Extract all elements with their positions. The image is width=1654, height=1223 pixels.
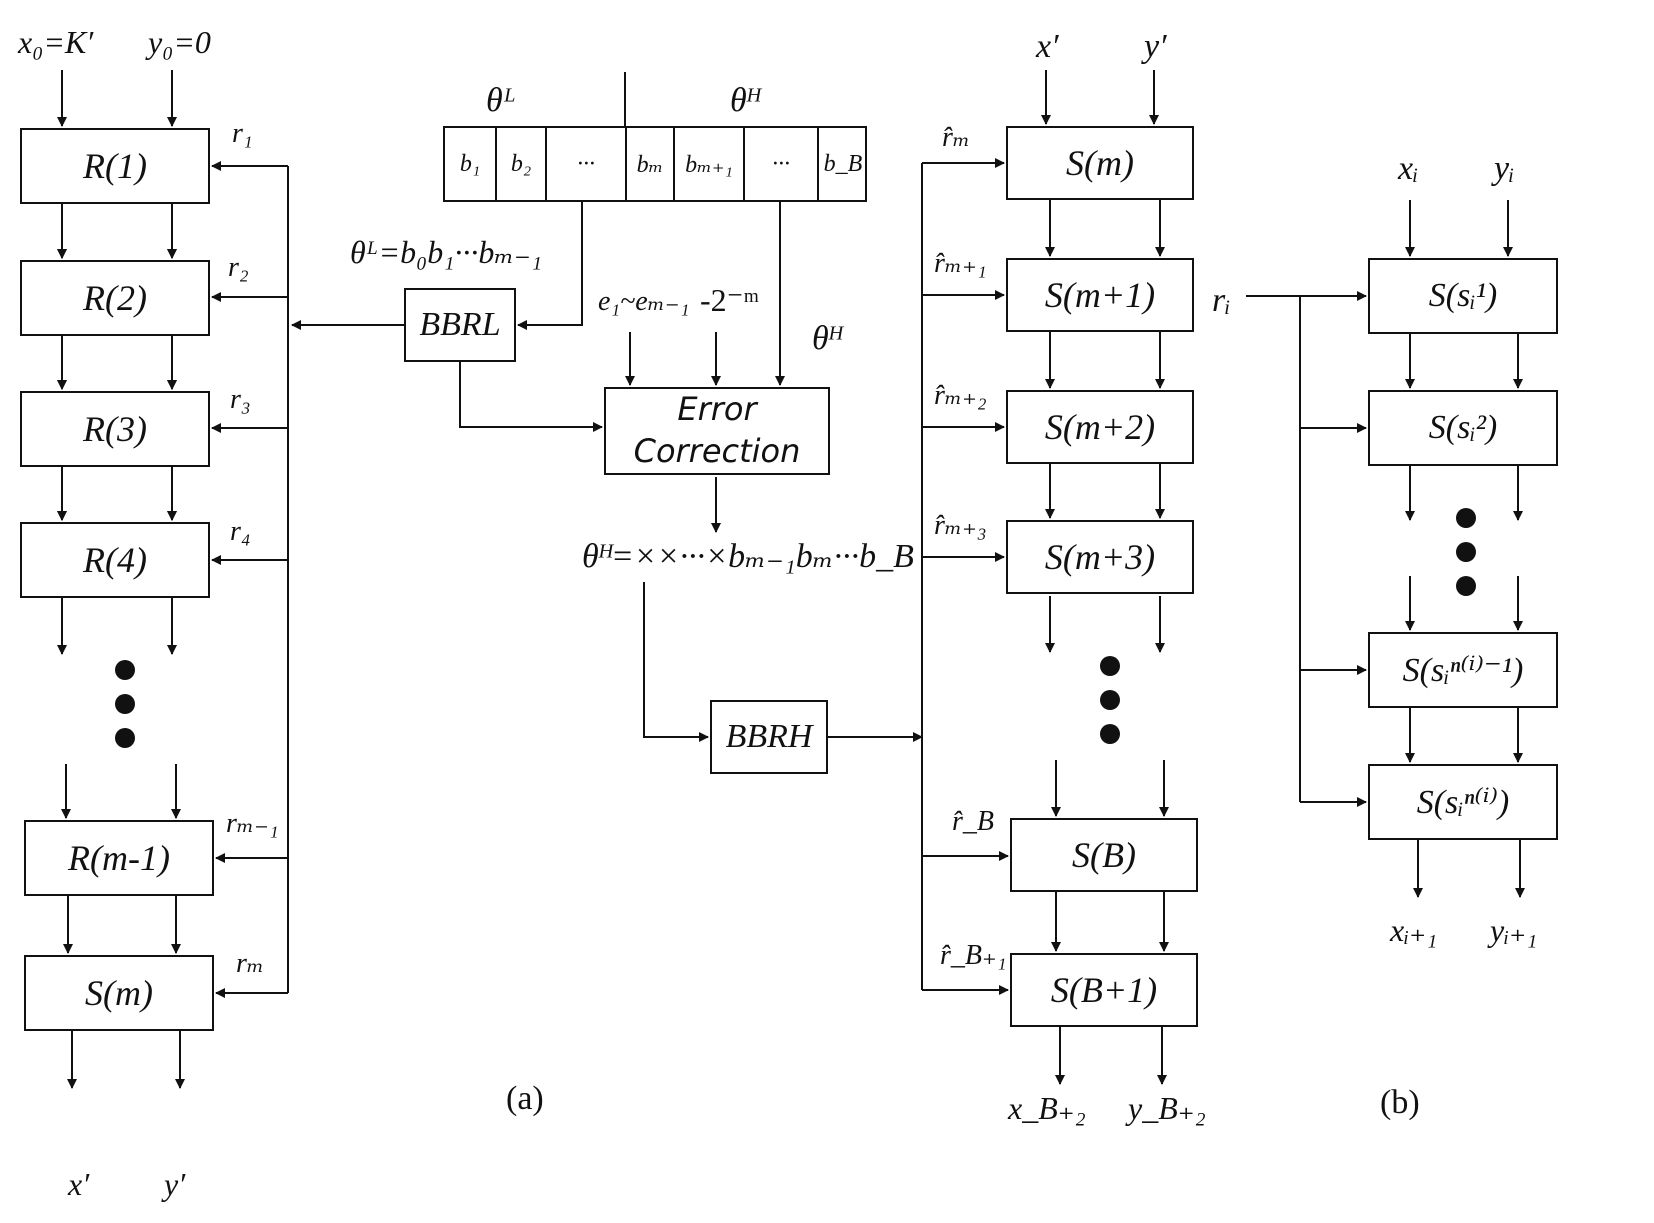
theta-l-label: θᴸ [486, 82, 517, 119]
b-s-block-n: S(sᵢⁿ⁽ⁱ⁾) [1368, 764, 1558, 840]
bbr-h-block: BBRH [710, 700, 828, 774]
input-y0-label: y₀=0 [148, 24, 211, 60]
theta-h-label: θᴴ [730, 82, 759, 119]
error-correction-line1: Error [677, 390, 757, 429]
ellipsis-dot [1456, 576, 1476, 596]
ellipsis-dot [1456, 508, 1476, 528]
error-input-e: e₁~eₘ₋₁ [598, 286, 690, 317]
arrow-connector [643, 582, 709, 742]
r-hat-m-plus-3-label: r̂ₘ₊₃ [934, 510, 987, 541]
s-block-m-plus-3: S(m+3) [1006, 520, 1194, 594]
caption-b: (b) [1380, 1084, 1420, 1121]
bbr-l-label: BBRL [419, 306, 501, 343]
r-hat-b-plus-1-label: r̂_B₊₁ [940, 940, 1007, 971]
error-correction-line2: Correction [633, 432, 801, 470]
input-x0-label: x₀=K′ [18, 24, 94, 60]
ellipsis-dot [115, 728, 135, 748]
caption-a: (a) [506, 1080, 544, 1117]
register-cell: b₂ [497, 128, 547, 200]
error-correction-block: Error Correction [604, 387, 830, 475]
b-output-x: xᵢ₊₁ [1390, 912, 1438, 948]
register-cell: ··· [547, 128, 627, 200]
ellipsis-dot [1100, 690, 1120, 710]
output-x-prime: x′ [68, 1166, 90, 1202]
register-cell: b₁ [445, 128, 497, 200]
r-m-label: rₘ [236, 948, 265, 979]
r-hat-m-label: r̂ₘ [942, 122, 971, 153]
theta-l-equation: θᴸ=b₀b₁···bₘ₋₁ [350, 234, 542, 270]
r-chain-s-m-block: S(m) [24, 955, 214, 1031]
register-cell: ··· [745, 128, 819, 200]
r-block-4: R(4) [20, 522, 210, 598]
error-input-neg: -2⁻ᵐ [700, 282, 760, 318]
output-y-b-plus-2: y_B₊₂ [1128, 1090, 1206, 1126]
register-cell: bₘ [627, 128, 675, 200]
ellipsis-dot [1100, 656, 1120, 676]
r4-label: r₄ [230, 516, 251, 547]
r-hat-m-plus-2-label: r̂ₘ₊₂ [934, 380, 987, 411]
output-x-b-plus-2: x_B₊₂ [1008, 1090, 1086, 1126]
b-s-block-n-minus-1: S(sᵢⁿ⁽ⁱ⁾⁻¹) [1368, 632, 1558, 708]
ellipsis-dot [1100, 724, 1120, 744]
s-block-m-plus-1: S(m+1) [1006, 258, 1194, 332]
register-cell: bₘ₊₁ [675, 128, 745, 200]
r-block-3: R(3) [20, 391, 210, 467]
s-block-b-plus-1: S(B+1) [1010, 953, 1198, 1027]
b-s-block-1: S(sᵢ¹) [1368, 258, 1558, 334]
b-output-y: yᵢ₊₁ [1490, 912, 1538, 948]
s-block-m-plus-2: S(m+2) [1006, 390, 1194, 464]
bit-register: b₁ b₂ ··· bₘ bₘ₊₁ ··· b_B [443, 126, 867, 202]
register-cell: b_B [823, 150, 863, 177]
s-block-m: S(m) [1006, 126, 1194, 200]
s-input-y-prime: y′ [1144, 28, 1167, 65]
r1-label: r₁ [232, 118, 253, 149]
output-y-prime: y′ [164, 1166, 186, 1202]
r-block-2: R(2) [20, 260, 210, 336]
b-r-label: rᵢ [1212, 282, 1231, 319]
b-input-x: xᵢ [1398, 150, 1419, 187]
s-input-x-prime: x′ [1036, 28, 1059, 65]
r-block-m-1: R(m-1) [24, 820, 214, 896]
r3-label: r₃ [230, 384, 251, 415]
r-hat-b-label: r̂_B [952, 806, 994, 837]
bbr-l-block: BBRL [404, 288, 516, 362]
r-hat-m-plus-1-label: r̂ₘ₊₁ [934, 248, 987, 279]
r-block-1: R(1) [20, 128, 210, 204]
b-s-block-2: S(sᵢ²) [1368, 390, 1558, 466]
r2-label: r₂ [228, 252, 249, 283]
ellipsis-dot [115, 694, 135, 714]
arrow-connector [459, 362, 603, 432]
bbr-h-label: BBRH [725, 718, 813, 755]
arrow-connector [517, 202, 583, 330]
ellipsis-dot [115, 660, 135, 680]
b-input-y: yᵢ [1494, 150, 1515, 187]
s-block-b: S(B) [1010, 818, 1198, 892]
ellipsis-dot [1456, 542, 1476, 562]
error-input-theta-h: θᴴ [812, 320, 841, 357]
r-m-1-label: rₘ₋₁ [226, 808, 279, 839]
theta-h-equation: θᴴ=××···×bₘ₋₁bₘ···b_B [582, 538, 914, 575]
